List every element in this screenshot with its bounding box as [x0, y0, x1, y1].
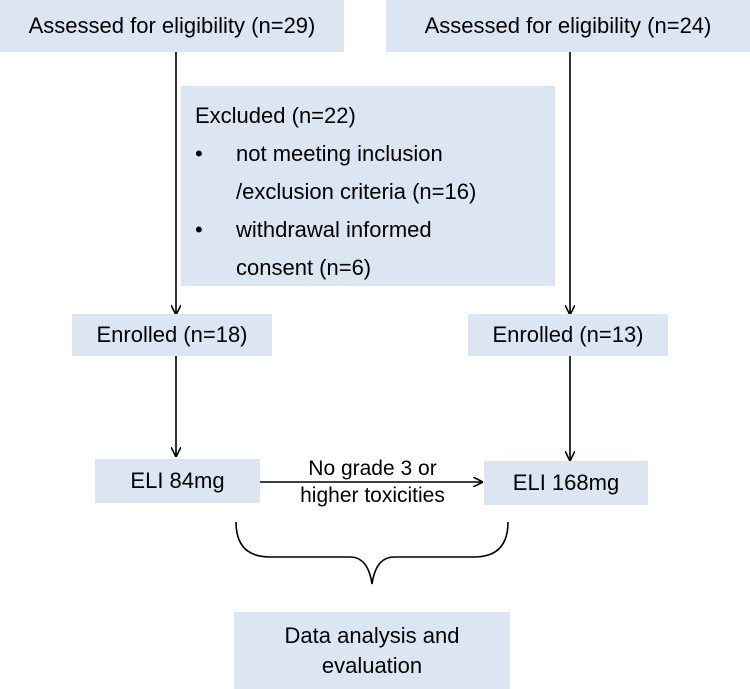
- left-assessed-box: Assessed for eligibility (n=29): [0, 0, 344, 52]
- analysis-line-1: Data analysis and: [284, 622, 460, 648]
- analysis-line-2: evaluation: [321, 652, 423, 678]
- right-assessed-label: Assessed for eligibility (n=24): [424, 13, 712, 38]
- right-enrolled-box: Enrolled (n=13): [468, 314, 668, 356]
- low-dose-label: ELI 84mg: [130, 468, 225, 493]
- bullet-1: •: [195, 141, 203, 166]
- left-enrolled-box: Enrolled (n=18): [72, 314, 272, 356]
- escalation-criterion-line-2: higher toxicities: [300, 484, 445, 507]
- right-assessed-box: Assessed for eligibility (n=24): [386, 0, 750, 52]
- exclusion-reason-1-line-1: not meeting inclusion: [236, 141, 443, 166]
- high-dose-box: ELI 168mg: [484, 461, 648, 505]
- excluded-box: Excluded (n=22) • not meeting inclusion …: [181, 86, 555, 286]
- right-enrolled-label: Enrolled (n=13): [492, 322, 644, 347]
- merge-brace: [235, 521, 509, 585]
- left-enrolled-label: Enrolled (n=18): [96, 322, 248, 347]
- left-assessed-label: Assessed for eligibility (n=29): [28, 13, 316, 38]
- excluded-title: Excluded (n=22): [195, 103, 356, 128]
- escalation-criterion-label: No grade 3 or higher toxicities: [270, 455, 475, 509]
- exclusion-reason-2-line-2: consent (n=6): [236, 255, 372, 280]
- analysis-box: Data analysis and evaluation: [234, 612, 510, 689]
- bullet-2: •: [195, 217, 203, 242]
- exclusion-reason-2-line-1: withdrawal informed: [236, 217, 432, 242]
- low-dose-box: ELI 84mg: [95, 459, 260, 503]
- high-dose-label: ELI 168mg: [512, 470, 620, 495]
- exclusion-reason-1-line-2: /exclusion criteria (n=16): [236, 179, 477, 204]
- escalation-criterion-line-1: No grade 3 or: [308, 457, 437, 480]
